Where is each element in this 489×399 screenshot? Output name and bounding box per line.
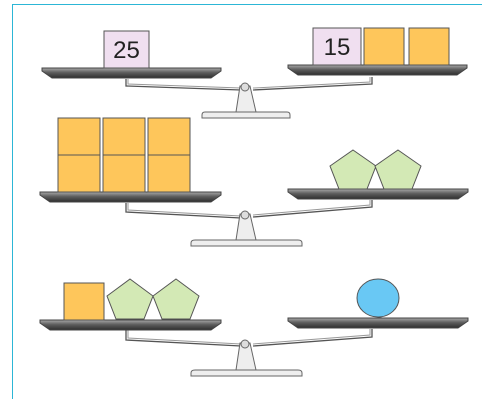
pentagon-block (374, 149, 422, 190)
scale-stand (125, 329, 373, 377)
square-block (57, 154, 101, 193)
square-block (102, 154, 146, 193)
square-block (363, 27, 405, 66)
square-block (147, 117, 191, 156)
pentagon-block (152, 278, 200, 320)
scale-1: 25 15 (41, 27, 468, 119)
square-block (57, 117, 101, 156)
scale-stand (125, 77, 373, 119)
left-pan (39, 319, 222, 331)
weight-box: 25 (103, 30, 150, 69)
weight-label: 15 (324, 34, 351, 61)
square-block (408, 27, 450, 66)
scale-2 (39, 117, 469, 247)
weight-box: 15 (312, 27, 362, 66)
square-block (63, 282, 105, 321)
left-pan (39, 191, 222, 203)
pentagon-block (106, 278, 154, 320)
panel-frame (12, 4, 482, 399)
weight-label: 25 (113, 37, 140, 64)
scale-stand (125, 200, 373, 247)
scale-3 (39, 278, 469, 377)
pentagon-block (329, 149, 377, 190)
right-pan (287, 188, 469, 200)
right-pan (287, 317, 469, 329)
square-block (102, 117, 146, 156)
right-pan (287, 64, 468, 76)
left-pan (41, 67, 222, 79)
square-block (147, 154, 191, 193)
circle-block (356, 278, 400, 318)
